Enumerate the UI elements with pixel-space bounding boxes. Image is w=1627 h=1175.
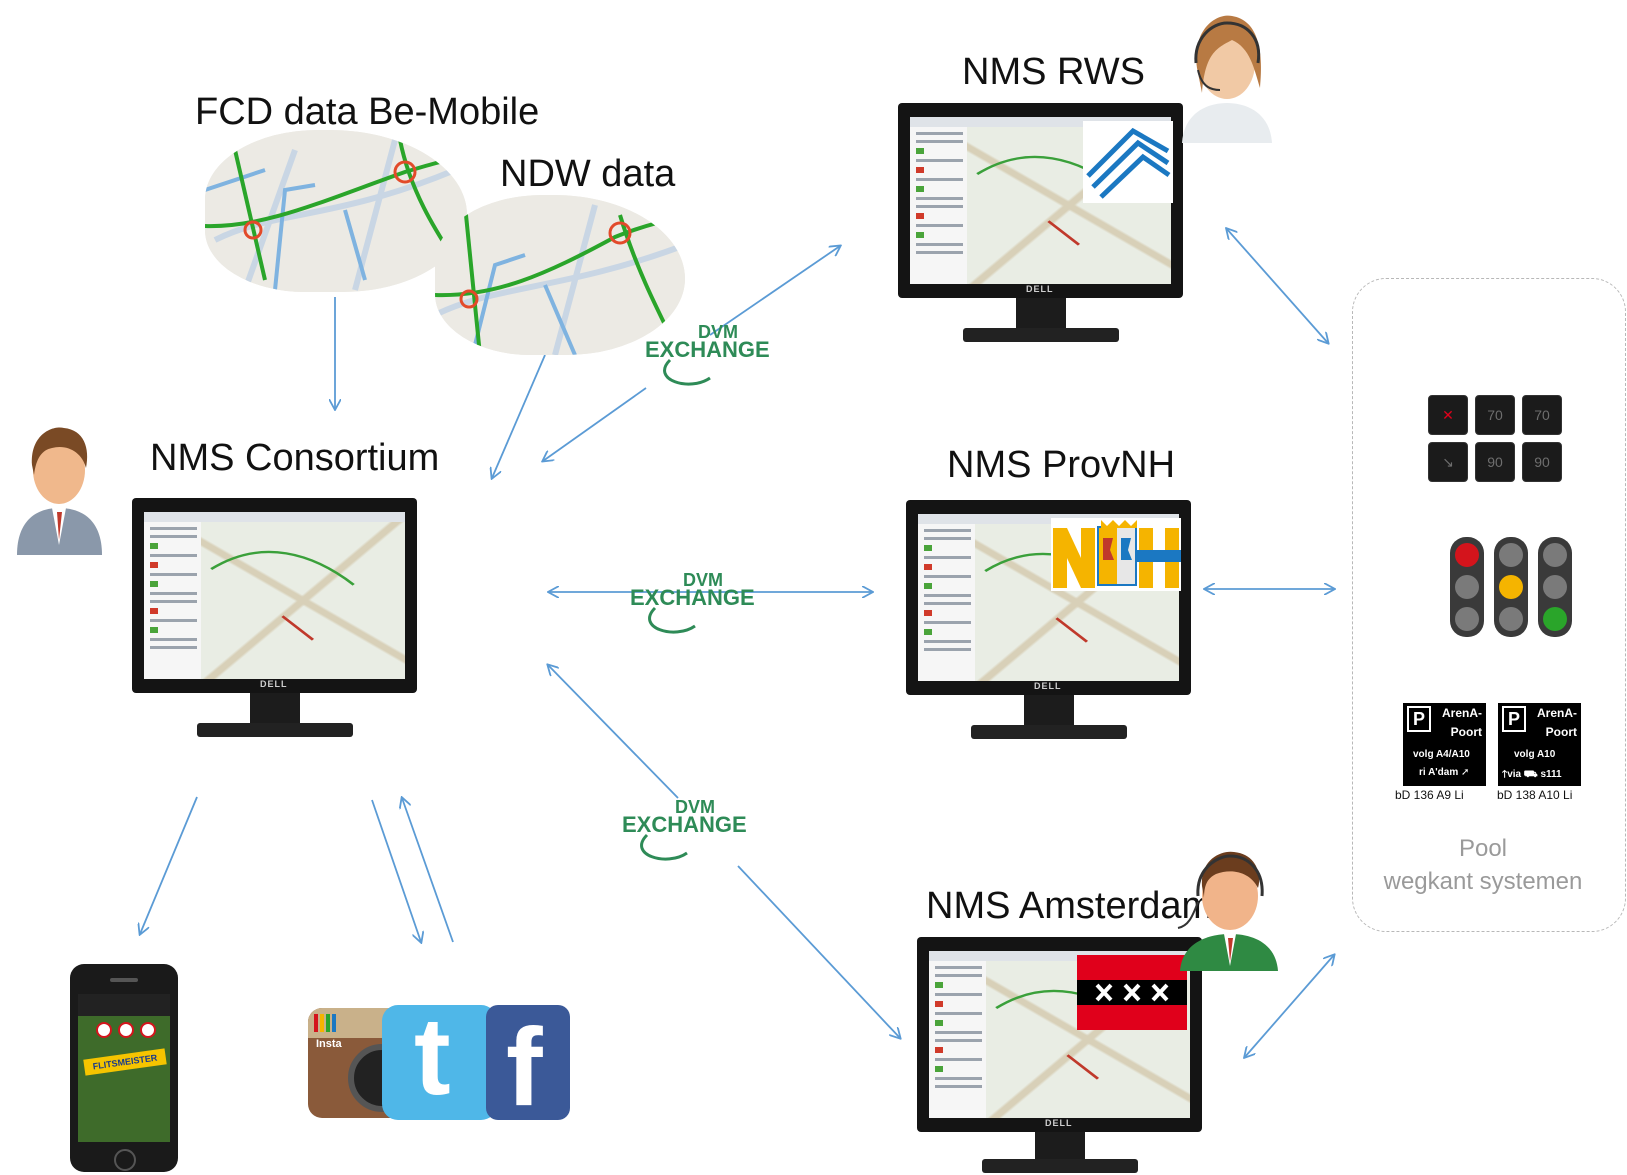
arrow-consortium-to-social — [371, 799, 421, 942]
arrow-consortium-to-phone — [140, 796, 198, 934]
monitor-nms-rws: DELL — [898, 103, 1183, 343]
dvm-exchange-logo-bottom: DVM EXCHANGE — [622, 797, 747, 861]
matrix-sign-70-a: 70 — [1475, 395, 1515, 435]
parking-p-icon: P — [1407, 706, 1431, 732]
ndw-data-label: NDW data — [500, 153, 676, 195]
twitter-icon: t — [382, 997, 497, 1120]
matrix-sign-cross: ✕ — [1428, 395, 1468, 435]
pool-label-line1: Pool — [1458, 835, 1508, 862]
nms-rws-label: NMS RWS — [962, 51, 1145, 93]
pool-label-line2: wegkant systemen — [1383, 868, 1583, 895]
arrow-rws-pool — [1226, 228, 1328, 343]
dvm-text-top: DVM — [698, 322, 738, 342]
arrow-exchange-to-consortium-lower — [548, 665, 679, 799]
manager-avatar — [17, 427, 102, 555]
dvm-text-middle: DVM — [683, 570, 723, 590]
fcd-map-cloud — [205, 130, 467, 292]
nms-amsterdam-label: NMS Amsterdam — [926, 885, 1214, 927]
amsterdam-flag — [1077, 955, 1187, 1030]
noord-holland-logo — [1051, 518, 1181, 591]
exchange-text-top: EXCHANGE — [645, 337, 770, 362]
arrow-exchange-to-amsterdam — [737, 865, 900, 1038]
operator-male-avatar — [1177, 851, 1278, 971]
arrow-exchange-to-consortium — [543, 387, 647, 461]
matrix-signs: ✕ 70 70 ↘ 90 90 — [1428, 395, 1568, 485]
arrow-social-to-consortium — [402, 798, 454, 943]
matrix-sign-70-b: 70 — [1522, 395, 1562, 435]
dvm-exchange-logo-top: DVM EXCHANGE — [645, 322, 770, 386]
monitor-nms-consortium: DELL — [132, 498, 417, 738]
matrix-sign-90-b: 90 — [1522, 442, 1562, 482]
parking-sign-1: P ArenA- Poort volg A4/A10 ri A'dam ➚ — [1403, 703, 1486, 786]
arrow-exchange-to-rws — [709, 246, 840, 336]
rws-logo — [1083, 121, 1173, 203]
smartphone-flitsmeister: FLITSMEISTER — [70, 964, 178, 1172]
monitor-nms-amsterdam: DELL — [917, 937, 1202, 1175]
dvm-text-bottom: DVM — [675, 797, 715, 817]
arrow-ndw-to-consortium — [492, 354, 546, 478]
facebook-icon: f — [486, 1005, 570, 1129]
fcd-data-label: FCD data Be-Mobile — [195, 91, 540, 133]
nms-provnh-label: NMS ProvNH — [947, 444, 1176, 486]
flitsmeister-logo: FLITSMEISTER — [83, 1048, 167, 1076]
matrix-sign-90-a: 90 — [1475, 442, 1515, 482]
operator-female-avatar — [1182, 15, 1272, 143]
ndw-map-cloud — [435, 195, 685, 355]
arrow-amsterdam-pool — [1244, 955, 1334, 1058]
exchange-text-middle: EXCHANGE — [630, 585, 755, 610]
exchange-text-bottom: EXCHANGE — [622, 812, 747, 837]
dvm-exchange-logo-middle: DVM EXCHANGE — [630, 570, 755, 634]
traffic-lights-icon — [1450, 537, 1572, 637]
pool-roadside-systems-box — [1352, 278, 1626, 932]
monitor-nms-provnh: DELL — [906, 500, 1191, 740]
matrix-sign-arrow: ↘ — [1428, 442, 1468, 482]
parking-p-icon: P — [1502, 706, 1526, 732]
parking-sign-2: P ArenA- Poort volg A10 🡑via ⛟ s111 — [1498, 703, 1581, 786]
parking-sign-2-code: bD 138 A10 Li — [1497, 788, 1573, 802]
parking-sign-1-code: bD 136 A9 Li — [1395, 788, 1464, 802]
nms-consortium-label: NMS Consortium — [150, 437, 440, 479]
